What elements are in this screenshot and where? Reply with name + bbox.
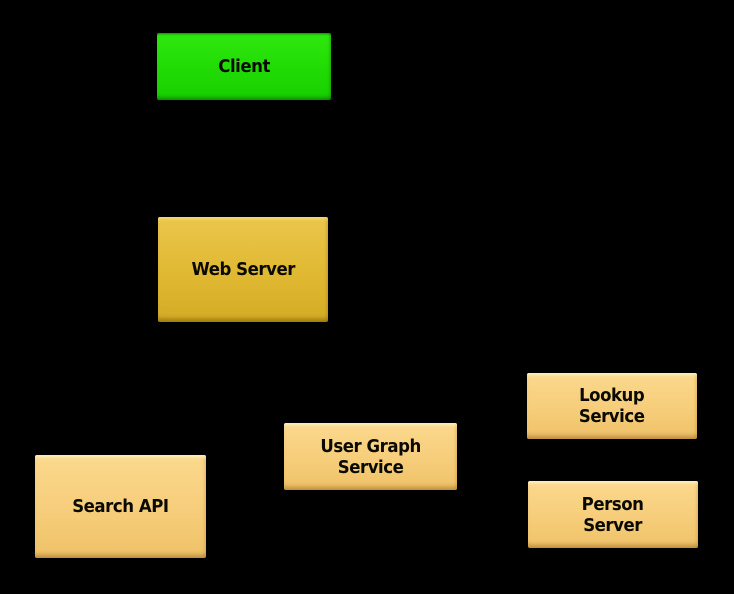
node-user-graph-service: User Graph Service (284, 423, 457, 490)
node-client: Client (157, 33, 331, 100)
node-person-server: Person Server (528, 481, 698, 548)
node-search-api: Search API (35, 455, 206, 558)
node-lookup-service: Lookup Service (527, 373, 697, 439)
node-web-server: Web Server (158, 217, 328, 322)
node-user-graph-service-label: User Graph Service (320, 435, 421, 478)
node-search-api-label: Search API (72, 496, 169, 517)
node-client-label: Client (218, 56, 270, 77)
node-person-server-label: Person Server (582, 493, 644, 536)
node-web-server-label: Web Server (191, 259, 295, 280)
node-lookup-service-label: Lookup Service (579, 385, 645, 427)
